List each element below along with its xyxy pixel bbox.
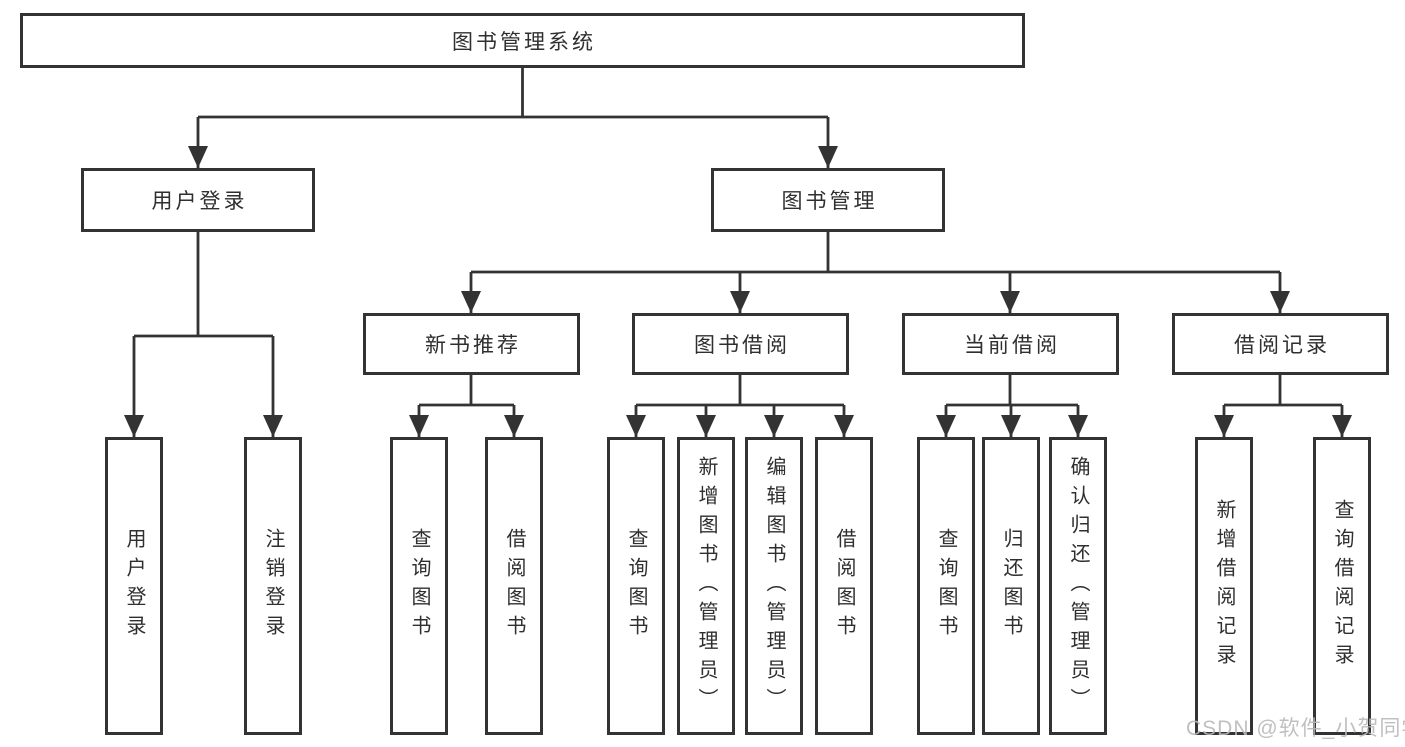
- leaf-add-books-admin: 新增图书（管理员）: [677, 437, 735, 735]
- node-label: 查询图书: [625, 528, 647, 644]
- leaf-return-books: 归还图书: [982, 437, 1040, 735]
- node-label: 借阅记录: [1234, 334, 1330, 357]
- tree-edges-path: [132, 68, 1344, 437]
- leaf-query-books-under-current: 查询图书: [917, 437, 975, 735]
- node-label: 图书管理系统: [452, 30, 596, 54]
- leaf-borrow-books-under-borrowing: 借阅图书: [815, 437, 873, 735]
- arrow-down-icon: [1270, 291, 1290, 313]
- node-user-login-group: 用户登录: [81, 168, 315, 232]
- arrow-down-icon: [461, 291, 481, 313]
- leaf-add-borrow-record: 新增借阅记录: [1195, 437, 1253, 735]
- node-label: 查询借阅记录: [1331, 499, 1353, 673]
- leaf-query-borrow-record: 查询借阅记录: [1313, 437, 1371, 735]
- node-label: 确认归还（管理员）: [1067, 455, 1089, 717]
- arrow-down-icon: [124, 415, 144, 437]
- arrow-down-icon: [818, 146, 838, 168]
- node-label: 图书借阅: [694, 334, 790, 357]
- node-borrowing-records: 借阅记录: [1172, 313, 1389, 375]
- leaf-user-login: 用户登录: [105, 437, 163, 735]
- arrow-down-icon: [1068, 415, 1088, 437]
- node-label: 新增借阅记录: [1213, 499, 1235, 673]
- node-label: 查询图书: [408, 528, 430, 644]
- arrow-down-icon: [626, 415, 646, 437]
- node-current-borrowing: 当前借阅: [902, 313, 1119, 375]
- arrowheads: [124, 146, 1352, 437]
- arrow-down-icon: [1001, 415, 1021, 437]
- node-label: 图书管理: [781, 190, 878, 213]
- arrow-down-icon: [504, 415, 524, 437]
- node-label: 编辑图书（管理员）: [763, 455, 785, 717]
- node-label: 查询图书: [935, 528, 957, 644]
- node-book-management: 图书管理: [711, 168, 945, 232]
- node-new-book-recommend: 新书推荐: [363, 313, 580, 375]
- leaf-confirm-return-admin: 确认归还（管理员）: [1049, 437, 1107, 735]
- node-root-system: 图书管理系统: [20, 13, 1025, 68]
- node-label: 用户登录: [151, 190, 248, 213]
- arrow-down-icon: [1214, 415, 1234, 437]
- arrow-down-icon: [696, 415, 716, 437]
- csdn-watermark: CSDN @软件_小贺同学: [1186, 717, 1405, 740]
- arrow-down-icon: [409, 415, 429, 437]
- node-label: 用户登录: [123, 528, 145, 644]
- arrow-down-icon: [764, 415, 784, 437]
- node-label: 当前借阅: [964, 334, 1060, 357]
- arrow-down-icon: [1000, 291, 1020, 313]
- leaf-edit-books-admin: 编辑图书（管理员）: [745, 437, 803, 735]
- leaf-logout-login: 注销登录: [244, 437, 302, 735]
- node-label: 新增图书（管理员）: [695, 455, 717, 717]
- node-book-borrowing: 图书借阅: [632, 313, 849, 375]
- leaf-query-books-under-recommend: 查询图书: [390, 437, 448, 735]
- arrow-down-icon: [834, 415, 854, 437]
- arrow-down-icon: [263, 415, 283, 437]
- arrow-down-icon: [730, 291, 750, 313]
- node-label: 借阅图书: [833, 528, 855, 644]
- node-label: 新书推荐: [425, 334, 521, 357]
- arrow-down-icon: [936, 415, 956, 437]
- leaf-query-books-under-borrowing: 查询图书: [607, 437, 665, 735]
- arrow-down-icon: [188, 146, 208, 168]
- arrow-down-icon: [1332, 415, 1352, 437]
- node-label: 归还图书: [1000, 528, 1022, 644]
- leaf-borrow-books-under-recommend: 借阅图书: [485, 437, 543, 735]
- node-label: 注销登录: [262, 528, 284, 644]
- node-label: 借阅图书: [503, 528, 525, 644]
